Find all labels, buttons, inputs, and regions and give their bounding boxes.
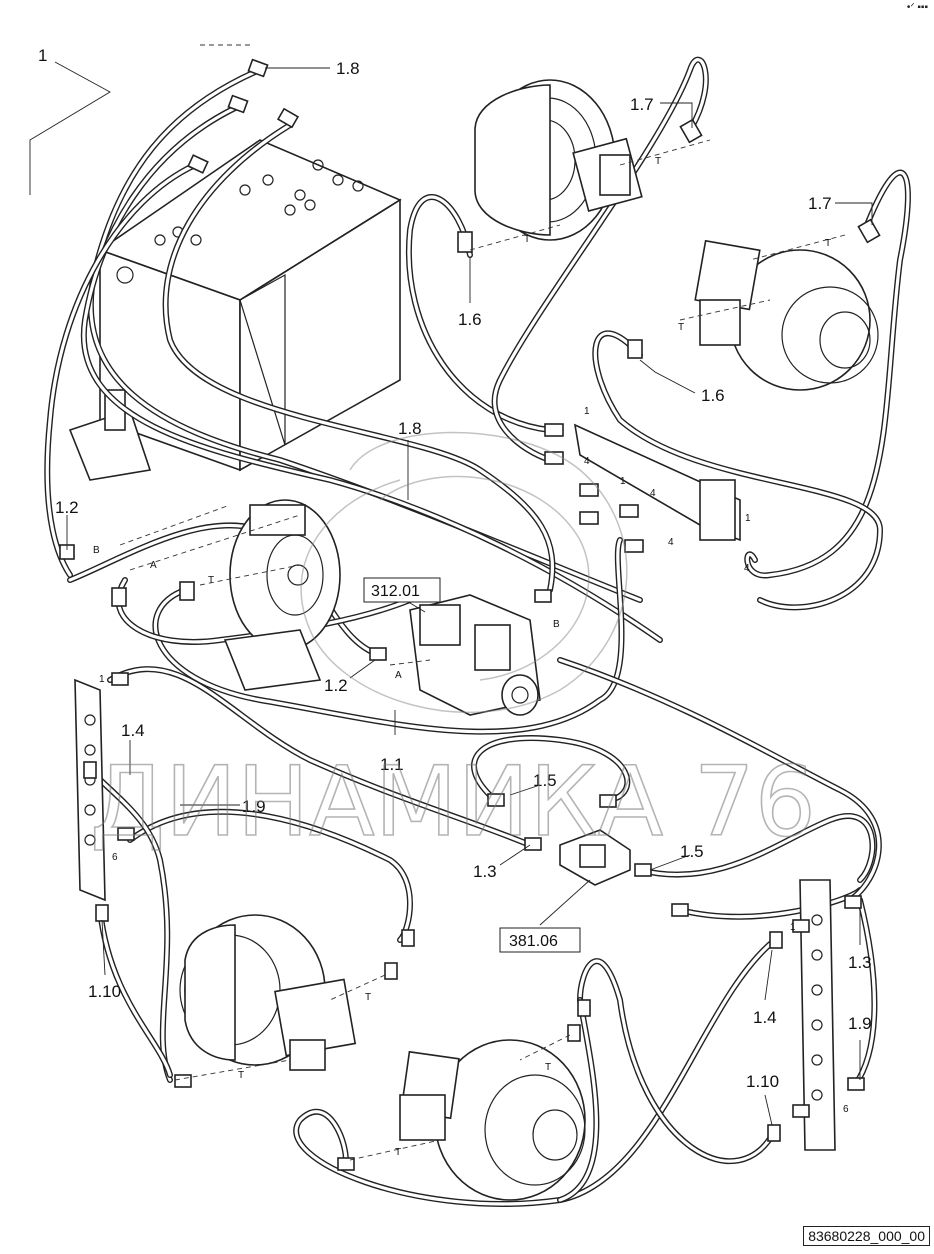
callout-1-6-right: 1.6: [701, 386, 725, 405]
hose-fittings: [59, 58, 881, 1171]
pump-part-box: 312.01: [363, 577, 441, 603]
callout-1-10-left: 1.10: [88, 982, 121, 1001]
port-b-left: B: [93, 545, 100, 556]
port-4-low: 4: [668, 537, 674, 548]
callout-1-2-left: 1.2: [55, 498, 79, 517]
callout-1-5-right: 1.5: [680, 842, 704, 861]
pump-part-number: 312.01: [371, 583, 420, 600]
hose-lines: [44, 56, 911, 1207]
callout-1-2-pump: 1.2: [324, 676, 348, 695]
travel-motor-right: [694, 239, 879, 391]
callout-1-8-mid: 1.8: [398, 419, 422, 438]
callout-1-7-right: 1.7: [808, 194, 832, 213]
leader-lines: [29, 61, 873, 1126]
drawing-id: 83680228_000_00: [803, 1226, 930, 1246]
travel-motor-bottom-left: [179, 914, 357, 1071]
port-1-right-bracket: 1: [790, 922, 796, 933]
hydraulic-pump: [409, 594, 541, 716]
port-t-right-hose: T: [678, 322, 684, 333]
port-t-center: T: [208, 575, 214, 586]
port-1-left-bracket: 1: [99, 674, 105, 685]
port-a-pump: A: [395, 670, 402, 681]
callout-1-4-right: 1.4: [753, 1008, 777, 1027]
callout-1-4-left: 1.4: [121, 721, 145, 740]
valve-block: [559, 829, 631, 886]
callout-1-3-left: 1.3: [473, 862, 497, 881]
port-1-mid: 1: [620, 476, 626, 487]
callout-1-3-right: 1.3: [848, 953, 872, 972]
callout-1-9-left: 1.9: [242, 797, 266, 816]
callout-1-7-top: 1.7: [630, 95, 654, 114]
callout-1-9-right: 1.9: [848, 1014, 872, 1033]
dashed-guides: [119, 44, 846, 1161]
port-t-bl-hose: T: [238, 1070, 244, 1081]
valve-part-box: 381.06: [499, 927, 581, 953]
watermark-text: ДИНАМИКА 76: [90, 746, 816, 858]
port-t-br-hose: T: [395, 1147, 401, 1158]
bracket-left: [74, 678, 106, 902]
port-1-bracket: 1: [745, 513, 751, 524]
port-1-top: 1: [584, 406, 590, 417]
callout-1: 1: [38, 46, 47, 65]
port-t-top-motor: T: [655, 156, 661, 167]
port-t-right-motor: T: [825, 238, 831, 249]
corner-mark: •ᐟ ▪▪▪: [906, 2, 928, 13]
port-6-left-bracket: 6: [112, 852, 118, 863]
callout-labels: 1 1.8 1.7 1.7 1.6 1.6 1.8 1.2 1.2 1.1 1.…: [38, 46, 872, 1091]
port-a-left: A: [150, 560, 157, 571]
port-t-top-hose: T: [524, 234, 530, 245]
travel-motor-bottom-right: [399, 1039, 586, 1201]
manifold-bracket-top: [573, 423, 741, 542]
travel-motor-top: [474, 79, 643, 241]
port-4-top: 4: [584, 456, 590, 467]
port-t-br-motor: T: [545, 1062, 551, 1073]
callout-1-10-right: 1.10: [746, 1072, 779, 1091]
callout-1-1: 1.1: [380, 755, 404, 774]
port-4-mid: 4: [650, 488, 656, 499]
callout-1-5-top: 1.5: [533, 771, 557, 790]
bracket-right: [799, 879, 836, 1151]
port-t-bl-motor: T: [365, 992, 371, 1003]
swing-motor-center: [223, 499, 341, 691]
callout-1-8-top: 1.8: [336, 59, 360, 78]
port-b-pump: B: [553, 619, 560, 630]
callout-1-6-top: 1.6: [458, 310, 482, 329]
port-4-bracket: 4: [744, 563, 750, 574]
port-markers: T T T T 1 4 1 4 4 1 4 B A T B A 1 6 1 6 …: [93, 156, 849, 1158]
port-6-right-bracket: 6: [843, 1104, 849, 1115]
valve-part-number: 381.06: [509, 933, 558, 950]
hose-1-10-right: [577, 958, 778, 1165]
watermark-swirl: [300, 431, 628, 713]
